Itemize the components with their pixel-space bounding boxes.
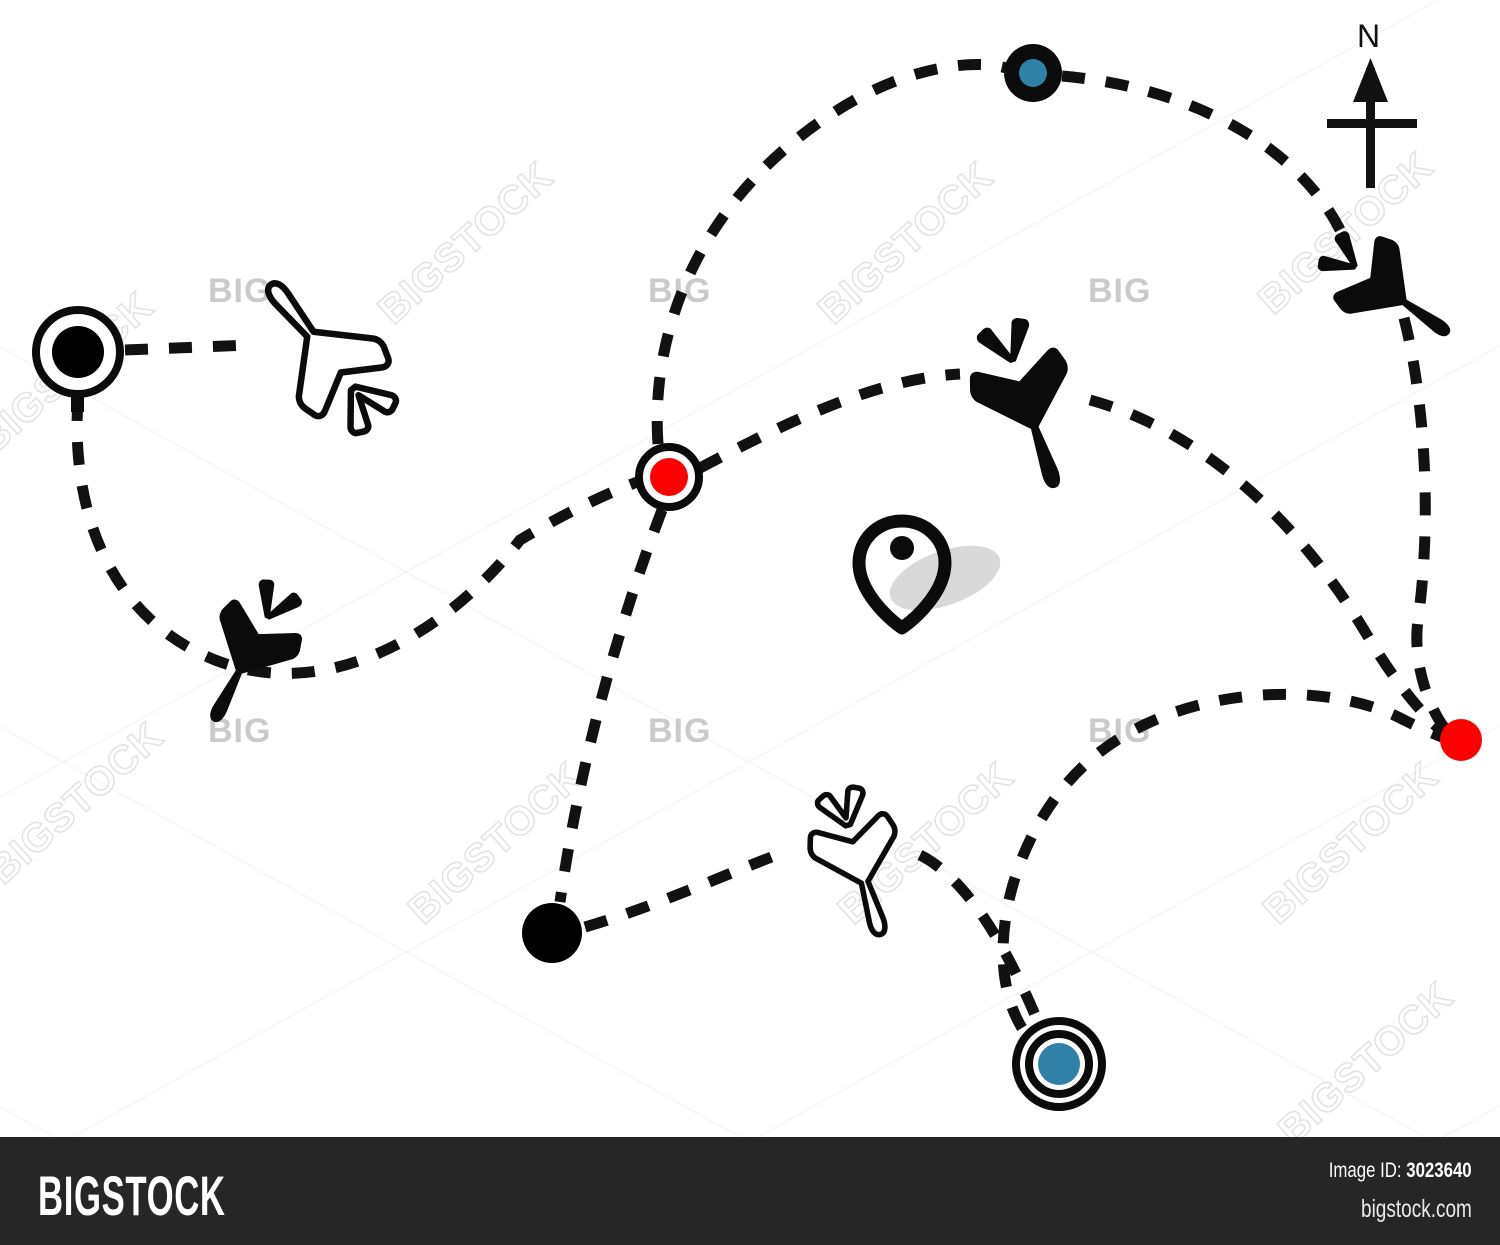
marker-center-red[interactable] — [635, 443, 703, 511]
route-center-east-2 — [1088, 394, 1448, 738]
location-pin[interactable] — [852, 514, 1009, 635]
route-south-loop — [554, 508, 668, 903]
marker-center-fill — [52, 326, 104, 378]
route-southeast-arc — [997, 688, 1444, 1031]
map-pin-icon — [852, 514, 952, 635]
bigstock-logo: BIGSTOCK — [38, 1164, 226, 1227]
marker-top-blue-ring[interactable] — [1004, 44, 1062, 102]
plane-solid-center — [952, 307, 1103, 504]
route-south-loop-descend — [917, 850, 1044, 1025]
marker-center-fill — [650, 458, 688, 496]
route-north-arc-east — [1061, 70, 1351, 243]
route-north-arc-descend — [1398, 316, 1451, 734]
map-pin-dot-icon — [890, 536, 914, 560]
route-south-loop-east — [583, 844, 792, 933]
marker-center-fill — [1038, 1043, 1080, 1085]
image-id: Image ID: 3023640 — [1329, 1159, 1472, 1183]
compass-north-arrow-icon — [1327, 58, 1417, 188]
plane-outline-upper-left — [232, 253, 418, 452]
bigstock-site-url: bigstock.com — [1361, 1195, 1472, 1223]
marker-bottom-blue-target[interactable] — [1012, 1017, 1106, 1111]
compass-north-label: N — [1357, 18, 1381, 54]
marker-center-fill — [1019, 59, 1047, 87]
plane-solid-upper-right — [1302, 211, 1475, 370]
route-north-arc — [651, 59, 1008, 445]
route-left-loop — [124, 339, 251, 356]
route-left-loop-lower — [71, 397, 642, 679]
image-id-value: 3023640 — [1406, 1159, 1472, 1182]
plane-solid-left — [173, 566, 324, 742]
marker-right-red-dot[interactable] — [1440, 719, 1482, 761]
marker-bottom-black-dot[interactable] — [522, 903, 582, 963]
plane-outline-bottom — [797, 779, 922, 947]
route-center-east — [697, 368, 961, 473]
watermark-footer-bar: BIGSTOCK Image ID: 3023640 bigstock.com — [0, 1137, 1500, 1245]
marker-left-bullseye[interactable] — [32, 306, 124, 412]
image-id-label: Image ID: — [1329, 1159, 1402, 1182]
